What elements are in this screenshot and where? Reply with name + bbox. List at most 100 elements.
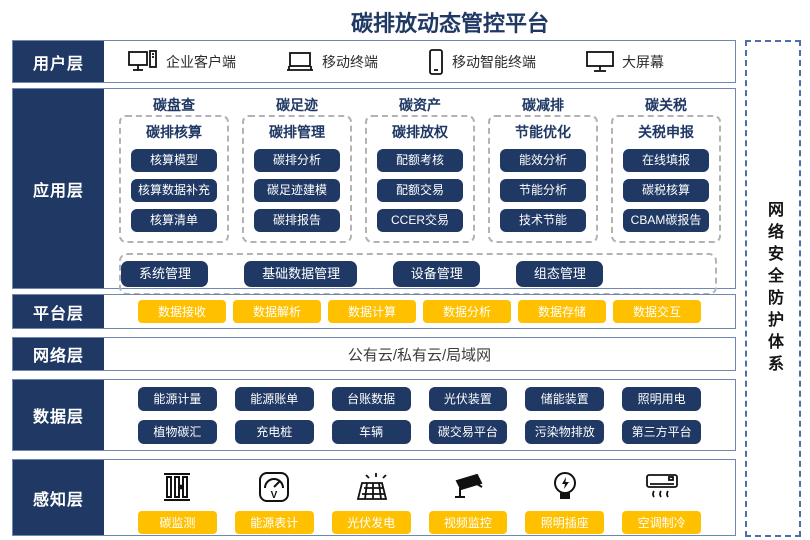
solar-panel-icon (354, 469, 388, 505)
data-source-button[interactable]: 能源计量 (138, 386, 217, 411)
application-columns: 碳盘查 碳排核算 核算模型 核算数据补充 核算清单 碳足迹 碳排管理 碳排分析 … (119, 95, 721, 243)
data-source-button[interactable]: 台账数据 (331, 386, 411, 411)
app-common-button[interactable]: 系统管理 (121, 261, 209, 287)
network-layer-label: 网络层 (13, 338, 104, 370)
sensor-solar-pv: 光伏发电 (331, 469, 411, 534)
app-item-button[interactable]: 碳税核算 (623, 179, 709, 202)
data-layer-row: 数据层 能源计量 能源账单 台账数据 光伏装置 储能装置 照明用电 植物碳汇 充… (12, 379, 736, 451)
app-item-button[interactable]: 碳足迹建模 (254, 179, 340, 202)
app-column-carbon-footprint: 碳足迹 碳排管理 碳排分析 碳足迹建模 碳排报告 (242, 95, 352, 243)
sensor-label-button[interactable]: 能源表计 (234, 511, 314, 534)
sensor-air-conditioning: 空调制冷 (622, 469, 701, 534)
user-item-smart-terminal: 移动智能终端 (428, 48, 536, 75)
app-item-button[interactable]: CBAM碳报告 (623, 209, 709, 232)
page-title: 碳排放动态管控平台 (350, 11, 549, 36)
desktop-pc-icon (128, 49, 158, 74)
pipes-icon (162, 469, 192, 505)
sensor-lighting-socket: 照明插座 (525, 469, 605, 534)
platform-layer-row: 平台层 数据接收 数据解析 数据计算 数据分析 数据存储 数据交互 (12, 294, 736, 329)
sensor-label-button[interactable]: 碳监测 (138, 511, 217, 534)
platform-item-button[interactable]: 数据存储 (518, 300, 606, 323)
user-item-label: 移动智能终端 (452, 53, 536, 70)
app-column-box: 碳排放权 配额考核 配额交易 CCER交易 (365, 115, 475, 243)
data-source-button[interactable]: 污染物排放 (525, 419, 605, 444)
user-item-big-screen: 大屏幕 (586, 50, 664, 74)
platform-item-button[interactable]: 数据解析 (233, 300, 321, 323)
user-layer-row: 用户层 企业客户端 移动终端 (12, 40, 736, 83)
security-sidebar: 网络安全防护体系 (745, 40, 801, 537)
platform-item-button[interactable]: 数据计算 (328, 300, 416, 323)
data-source-button[interactable]: 车辆 (331, 419, 411, 444)
sensor-label-button[interactable]: 照明插座 (525, 511, 605, 534)
app-common-button[interactable]: 基础数据管理 (244, 261, 357, 287)
app-column-subtitle: 碳排核算 (146, 124, 202, 140)
user-item-label: 企业客户端 (166, 53, 236, 70)
app-common-button[interactable]: 设备管理 (392, 261, 480, 287)
platform-item-button[interactable]: 数据交互 (613, 300, 701, 323)
app-item-button[interactable]: 配额考核 (377, 149, 463, 172)
platform-item-button[interactable]: 数据分析 (423, 300, 511, 323)
network-layer-row: 网络层 公有云/私有云/局域网 (12, 337, 736, 371)
data-source-button[interactable]: 碳交易平台 (428, 419, 508, 444)
data-source-button[interactable]: 充电桩 (234, 419, 314, 444)
sensor-label-button[interactable]: 视频监控 (428, 511, 508, 534)
data-source-button[interactable]: 储能装置 (525, 386, 605, 411)
platform-item-button[interactable]: 数据接收 (138, 300, 226, 323)
app-common-button[interactable]: 组态管理 (515, 261, 603, 287)
app-item-button[interactable]: 核算清单 (131, 209, 217, 232)
light-bulb-icon (552, 469, 578, 505)
user-item-label: 大屏幕 (622, 53, 664, 70)
data-layer-content: 能源计量 能源账单 台账数据 光伏装置 储能装置 照明用电 植物碳汇 充电桩 车… (104, 380, 735, 450)
app-column-subtitle: 碳排放权 (392, 124, 448, 140)
data-source-button[interactable]: 第三方平台 (622, 419, 701, 444)
big-screen-icon (586, 50, 614, 74)
air-conditioner-icon (645, 469, 679, 505)
sensor-label-button[interactable]: 空调制冷 (622, 511, 701, 534)
app-item-button[interactable]: 节能分析 (500, 179, 586, 202)
app-column-box: 碳排核算 核算模型 核算数据补充 核算清单 (119, 115, 229, 243)
app-item-button[interactable]: 碳排分析 (254, 149, 340, 172)
data-source-row: 植物碳汇 充电桩 车辆 碳交易平台 污染物排放 第三方平台 (138, 419, 701, 444)
application-layer-label: 应用层 (13, 89, 104, 288)
data-source-button[interactable]: 光伏装置 (428, 386, 508, 411)
sensor-energy-meter: V 能源表计 (234, 469, 314, 534)
app-item-button[interactable]: 配额交易 (377, 179, 463, 202)
cctv-camera-icon (451, 469, 485, 505)
laptop-icon (286, 51, 314, 73)
svg-text:V: V (271, 490, 278, 501)
app-column-box: 关税申报 在线填报 碳税核算 CBAM碳报告 (611, 115, 721, 243)
app-item-button[interactable]: 核算模型 (131, 149, 217, 172)
sensor-video-surveillance: 视频监控 (428, 469, 508, 534)
app-item-button[interactable]: CCER交易 (377, 209, 463, 232)
meter-icon: V (258, 469, 290, 505)
application-layer-content: 碳盘查 碳排核算 核算模型 核算数据补充 核算清单 碳足迹 碳排管理 碳排分析 … (104, 89, 735, 295)
app-column-title: 碳盘查 (153, 97, 195, 113)
platform-layer-content: 数据接收 数据解析 数据计算 数据分析 数据存储 数据交互 (104, 295, 735, 328)
app-column-title: 碳资产 (399, 97, 441, 113)
user-layer-label: 用户层 (13, 41, 104, 82)
app-item-button[interactable]: 核算数据补充 (131, 179, 217, 202)
app-column-carbon-inventory: 碳盘查 碳排核算 核算模型 核算数据补充 核算清单 (119, 95, 229, 243)
sensor-label-button[interactable]: 光伏发电 (331, 511, 411, 534)
user-layer-content: 企业客户端 移动终端 移动智能终端 大屏幕 (104, 41, 735, 82)
app-column-subtitle: 节能优化 (515, 124, 571, 140)
user-item-mobile-terminal: 移动终端 (286, 51, 378, 73)
app-column-subtitle: 关税申报 (638, 124, 694, 140)
security-sidebar-label: 网络安全防护体系 (765, 200, 782, 377)
app-column-box: 节能优化 能效分析 节能分析 技术节能 (488, 115, 598, 243)
app-column-title: 碳减排 (522, 97, 564, 113)
app-item-button[interactable]: 碳排报告 (254, 209, 340, 232)
app-column-subtitle: 碳排管理 (269, 124, 325, 140)
app-item-button[interactable]: 技术节能 (500, 209, 586, 232)
perception-layer-content: 碳监测 V 能源表计 光伏发电 (104, 460, 735, 535)
app-column-carbon-reduction: 碳减排 节能优化 能效分析 节能分析 技术节能 (488, 95, 598, 243)
data-source-button[interactable]: 照明用电 (622, 386, 701, 411)
application-layer-row: 应用层 碳盘查 碳排核算 核算模型 核算数据补充 核算清单 碳足迹 碳排管理 碳… (12, 88, 736, 295)
app-item-button[interactable]: 在线填报 (623, 149, 709, 172)
data-source-row: 能源计量 能源账单 台账数据 光伏装置 储能装置 照明用电 (138, 386, 701, 411)
app-item-button[interactable]: 能效分析 (500, 149, 586, 172)
user-item-enterprise-client: 企业客户端 (128, 49, 236, 74)
data-source-button[interactable]: 植物碳汇 (138, 419, 217, 444)
data-layer-label: 数据层 (13, 380, 104, 450)
data-source-button[interactable]: 能源账单 (234, 386, 314, 411)
